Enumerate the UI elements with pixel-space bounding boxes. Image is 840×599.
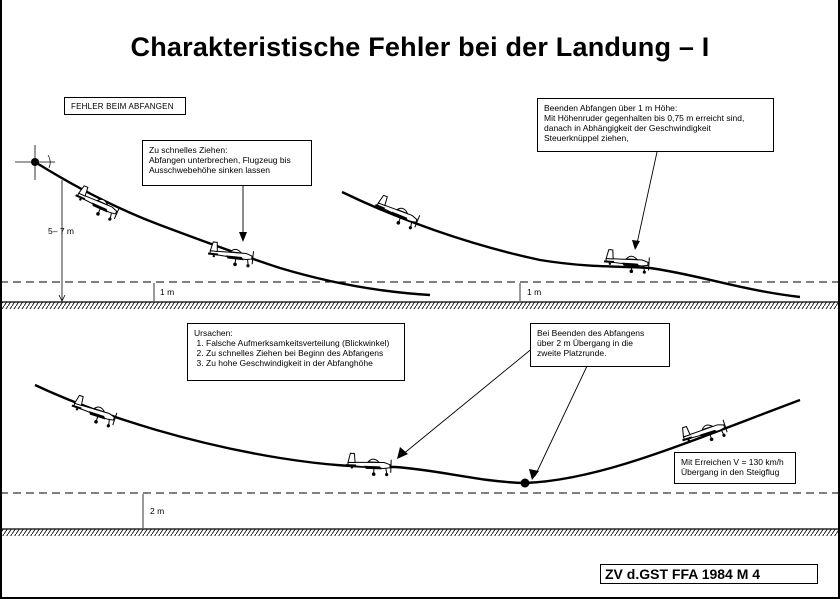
note-heading: Zu schnelles Ziehen: [149, 145, 228, 155]
note-line: Mit Höhenruder gegenhalten bis 0,75 m er… [544, 113, 745, 123]
note-line: Übergang in den Steigflug [681, 467, 780, 477]
label-height-5-7m: 5– 7 m [48, 226, 74, 236]
note-too-fast-pull: Zu schnelles Ziehen: Abfangen unterbrech… [142, 140, 312, 186]
note-line: Bei Beenden des Abfangens [537, 328, 645, 338]
causes-list: Falsche Aufmerksamkeitsverteilung (Blick… [194, 338, 398, 368]
document-stamp: ZV d.GST FFA 1984 M 4 [600, 564, 818, 584]
airplane-icon [602, 248, 651, 275]
list-item: Falsche Aufmerksamkeitsverteilung (Blick… [206, 338, 398, 348]
page-title: Charakteristische Fehler bei der Landung… [130, 32, 710, 62]
flight-path-above-1m [341, 190, 801, 299]
note-line: danach in Abhängigkeit der Geschwindigke… [544, 123, 711, 133]
airplane-icon [345, 452, 392, 478]
note-above-1m: Beenden Abfangen über 1 m Höhe: Mit Höhe… [537, 98, 774, 152]
airplane-icon [71, 183, 123, 223]
label-height-1m-left: 1 m [160, 287, 175, 297]
airplane-icon [371, 193, 423, 232]
airplane-icon [206, 241, 255, 269]
note-heading: Ursachen: [194, 328, 233, 338]
pointer-arrow [401, 337, 546, 456]
ground-hatch-top [0, 302, 840, 309]
section-label: FEHLER BEIM ABFANGEN [64, 97, 186, 115]
pointer-arrow [534, 363, 589, 477]
note-line: zweite Platzrunde. [537, 348, 607, 358]
flight-path-go-around [34, 383, 801, 485]
label-height-1m-right: 1 m [527, 287, 542, 297]
airplane-icon [678, 414, 729, 451]
note-text: Abfangen unterbrechen, Flugzeug bis Auss… [149, 155, 291, 175]
go-around-point [520, 478, 530, 488]
pointer-arrow [635, 151, 658, 249]
note-line: über 2 m Übergang in die [537, 338, 633, 348]
ground-hatch-bottom [0, 529, 840, 536]
note-above-2m: Bei Beenden des Abfangens über 2 m Überg… [530, 323, 670, 367]
note-climb-speed: Mit Erreichen V = 130 km/h Übergang in d… [674, 452, 796, 484]
note-line: Beenden Abfangen über 1 m Höhe: [544, 103, 678, 113]
note-line: Mit Erreichen V = 130 km/h [681, 457, 784, 467]
list-item: Zu hohe Geschwindigkeit in der Abfanghöh… [206, 358, 398, 368]
note-causes: Ursachen: Falsche Aufmerksamkeitsverteil… [187, 323, 405, 381]
airplane-icon [68, 393, 119, 430]
note-line: Steuerknüppel ziehen, [544, 133, 629, 143]
list-item: Zu schnelles Ziehen bei Beginn des Abfan… [206, 348, 398, 358]
label-height-2m: 2 m [150, 506, 165, 516]
